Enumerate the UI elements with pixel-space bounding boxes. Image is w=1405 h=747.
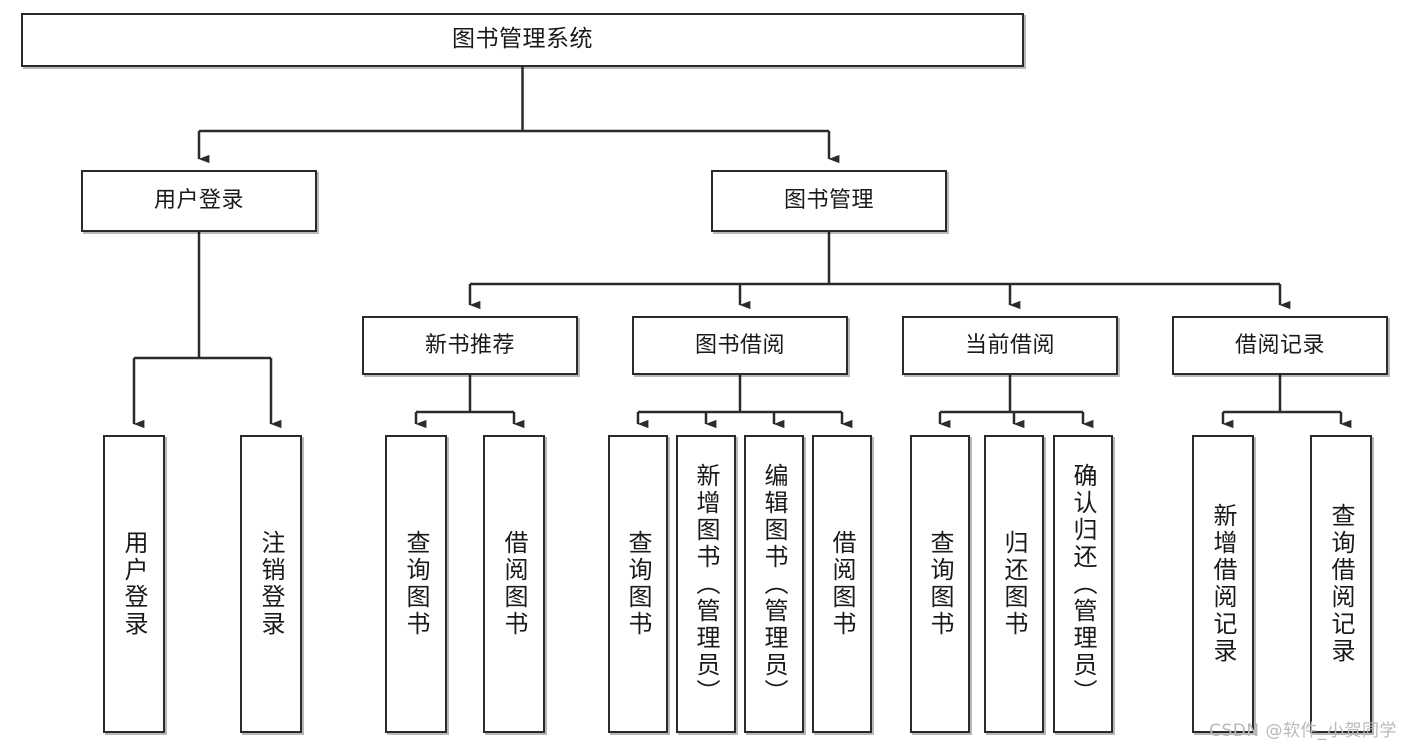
node-label: 新增借阅记录 [1209, 503, 1237, 665]
node-label: 查询借阅记录 [1327, 503, 1355, 665]
node-current-borrow[interactable]: 当前借阅 [902, 316, 1118, 375]
node-label: 确认归还（管理员） [1069, 462, 1097, 706]
node-root[interactable]: 图书管理系统 [21, 13, 1024, 67]
node-label: 归还图书 [1000, 530, 1028, 638]
node-label: 注销登录 [257, 530, 285, 638]
node-label: 查询图书 [402, 530, 430, 638]
node-borrow-record[interactable]: 借阅记录 [1172, 316, 1388, 375]
node-label: 图书借阅 [694, 332, 785, 358]
node-label: 图书管理系统 [452, 26, 593, 53]
node-label: 编辑图书（管理员） [760, 462, 788, 706]
node-user-login[interactable]: 用户登录 [81, 170, 317, 232]
node-leaf-logout[interactable]: 注销登录 [240, 435, 302, 733]
node-label: 用户登录 [153, 188, 244, 214]
watermark-text: CSDN @软件_小贺同学 [1209, 721, 1397, 741]
node-leaf-query-book-2[interactable]: 查询图书 [608, 435, 668, 733]
node-leaf-confirm-return[interactable]: 确认归还（管理员） [1053, 435, 1113, 733]
node-label: 借阅图书 [500, 530, 528, 638]
node-new-book-rec[interactable]: 新书推荐 [362, 316, 578, 375]
node-label: 用户登录 [120, 530, 148, 638]
node-label: 图书管理 [783, 188, 874, 214]
node-label: 借阅图书 [828, 530, 856, 638]
node-leaf-add-book[interactable]: 新增图书（管理员） [676, 435, 736, 733]
node-leaf-user-login[interactable]: 用户登录 [103, 435, 165, 733]
node-leaf-borrow-book-1[interactable]: 借阅图书 [483, 435, 545, 733]
node-label: 借阅记录 [1234, 332, 1325, 358]
node-label: 当前借阅 [964, 332, 1055, 358]
node-leaf-borrow-book-2[interactable]: 借阅图书 [812, 435, 872, 733]
node-book-manage[interactable]: 图书管理 [711, 170, 947, 232]
node-leaf-add-record[interactable]: 新增借阅记录 [1192, 435, 1254, 733]
node-label: 查询图书 [926, 530, 954, 638]
node-label: 新书推荐 [424, 332, 515, 358]
node-leaf-query-book-3[interactable]: 查询图书 [910, 435, 970, 733]
node-label: 新增图书（管理员） [692, 462, 720, 706]
node-leaf-return-book[interactable]: 归还图书 [984, 435, 1044, 733]
node-label: 查询图书 [624, 530, 652, 638]
node-leaf-edit-book[interactable]: 编辑图书（管理员） [744, 435, 804, 733]
node-leaf-query-book-1[interactable]: 查询图书 [385, 435, 447, 733]
node-leaf-query-record[interactable]: 查询借阅记录 [1310, 435, 1372, 733]
node-book-borrow[interactable]: 图书借阅 [632, 316, 848, 375]
